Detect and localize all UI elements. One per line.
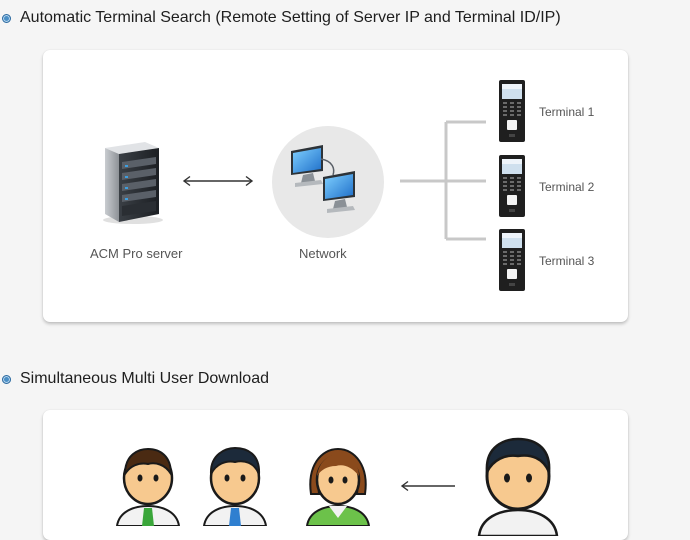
user-avatar-icon	[202, 446, 268, 526]
section-title-text: Automatic Terminal Search (Remote Settin…	[20, 9, 561, 26]
server-label: ACM Pro server	[90, 246, 183, 261]
server-icon	[103, 142, 163, 224]
bullet-icon	[2, 13, 11, 23]
section-title-multi-user-download: Simultaneous Multi User Download	[0, 368, 269, 390]
fingerprint-terminal-icon	[499, 155, 525, 217]
user-avatar-icon	[477, 437, 559, 536]
network-computers-icon	[272, 126, 384, 238]
terminal-search-diagram-panel: Terminal 1 Terminal 2 Terminal 3 ACM Pro…	[43, 50, 628, 322]
left-arrow-icon	[400, 480, 455, 492]
user-avatar-icon	[305, 447, 371, 526]
user-avatar-icon	[115, 447, 181, 526]
section-title-text: Simultaneous Multi User Download	[20, 370, 269, 387]
terminal-2-label: Terminal 2	[539, 180, 595, 194]
bullet-icon	[2, 374, 11, 384]
terminal-1-label: Terminal 1	[539, 105, 595, 119]
fingerprint-terminal-icon	[499, 80, 525, 142]
section-title-terminal-search: Automatic Terminal Search (Remote Settin…	[0, 7, 561, 29]
fingerprint-terminal-icon	[499, 229, 525, 291]
double-arrow-icon	[182, 175, 254, 187]
terminal-3-label: Terminal 3	[539, 254, 595, 268]
terminal-connector-lines	[400, 120, 486, 241]
network-label: Network	[299, 246, 347, 261]
multi-user-download-panel	[43, 410, 628, 540]
